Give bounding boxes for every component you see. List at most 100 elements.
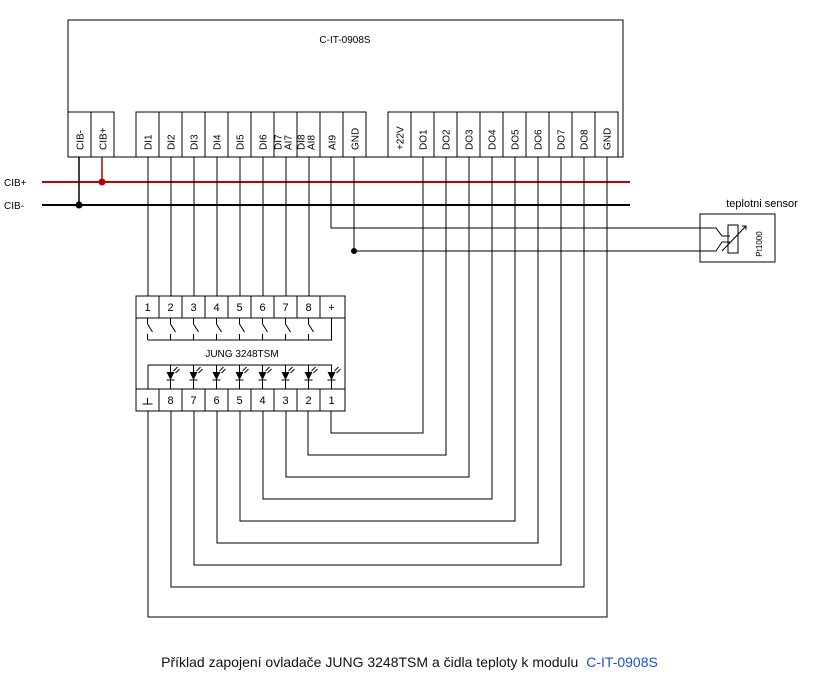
jung-top-terminal-label: 5 xyxy=(236,302,242,314)
module-terminal-label: AI7 xyxy=(284,135,295,150)
cib-minus-junction xyxy=(75,201,83,209)
jung-top-terminal-label: 3 xyxy=(190,302,196,314)
jung-bottom-terminal-label: 3 xyxy=(282,395,288,407)
led-ray xyxy=(219,366,224,372)
do-wire xyxy=(193,157,562,566)
module-terminal-label: DI7 xyxy=(274,134,285,150)
switch-contact xyxy=(308,323,314,333)
gnd-return-wire xyxy=(147,157,608,618)
led-icon xyxy=(235,372,244,380)
jung-bottom-terminal-label: 8 xyxy=(167,395,173,407)
switch-contact xyxy=(239,323,245,333)
led-ray xyxy=(311,366,316,372)
module-terminal-label: DI3 xyxy=(190,134,201,150)
sensor-type-label: Pt1000 xyxy=(755,231,764,257)
caption-module-link[interactable]: C-IT-0908S xyxy=(586,654,658,670)
led-icon xyxy=(258,372,267,380)
module-terminal-label: GND xyxy=(351,128,362,150)
switch-contact xyxy=(193,323,199,333)
module-terminal-label: DO8 xyxy=(580,129,591,150)
do-wire xyxy=(216,157,539,544)
jung-top-terminal-label: 1 xyxy=(144,302,150,314)
gnd-junction xyxy=(351,248,357,254)
caption: Příklad zapojení ovladače JUNG 3248TSM a… xyxy=(0,654,819,670)
jung-bottom-terminal-label: 7 xyxy=(190,395,196,407)
led-icon xyxy=(304,372,313,380)
bus-minus-label: CIB- xyxy=(4,201,24,212)
module-terminal-label: GND xyxy=(603,128,614,150)
jung-switches xyxy=(147,318,332,341)
led-ray xyxy=(175,368,180,374)
sensor-title: teplotni sensor xyxy=(726,198,798,210)
jung-bottom-terminal-label: 6 xyxy=(213,395,219,407)
jung-bottom-strip xyxy=(135,388,346,412)
module-terminal-label: DO1 xyxy=(419,129,430,150)
led-ray xyxy=(313,368,318,374)
led-ray xyxy=(334,366,339,372)
led-ray xyxy=(290,368,295,374)
module-terminal-label: DO6 xyxy=(534,129,545,150)
module-terminal-label: DI5 xyxy=(236,134,247,150)
jung-bottom-terminal-label: 5 xyxy=(236,395,242,407)
wires xyxy=(147,157,608,618)
jung-bottom-terminal-label: 1 xyxy=(328,395,334,407)
jung-bottom-terminal-label: 4 xyxy=(259,395,265,407)
switch-contact xyxy=(262,323,268,333)
led-ray xyxy=(196,366,201,372)
led-ray xyxy=(336,368,341,374)
jung-top-terminal-label: 4 xyxy=(213,302,219,314)
do-wire xyxy=(262,157,493,500)
switch-contact xyxy=(170,323,176,333)
jung-bottom-terminal-label: 2 xyxy=(305,395,311,407)
led-ray xyxy=(265,366,270,372)
module-terminal-label: DO5 xyxy=(511,129,522,150)
do-wire xyxy=(307,157,447,456)
led-ray xyxy=(244,368,249,374)
module-terminal-label: DI2 xyxy=(167,134,178,150)
module-terminal-label: DO4 xyxy=(488,129,499,150)
led-ray xyxy=(267,368,272,374)
sensor-box xyxy=(699,213,776,263)
ai9-sensor-wire xyxy=(330,157,700,229)
led-ray xyxy=(242,366,247,372)
module-terminal-label: DO7 xyxy=(557,129,568,150)
module-title: C-IT-0908S xyxy=(319,35,370,46)
do-wire xyxy=(239,157,516,522)
module-terminal-label: DI4 xyxy=(213,134,224,150)
caption-text: Příklad zapojení ovladače JUNG 3248TSM a… xyxy=(161,654,579,670)
do-wire xyxy=(330,157,424,434)
led-ray xyxy=(288,366,293,372)
do-wire xyxy=(285,157,470,478)
switch-contact xyxy=(216,323,222,333)
do-wire xyxy=(170,157,585,588)
led-icon xyxy=(212,372,221,380)
jung-top-terminal-label: 6 xyxy=(259,302,265,314)
switch-contact xyxy=(285,323,291,333)
module-terminal-label: CIB- xyxy=(76,130,87,150)
led-icon xyxy=(166,372,175,380)
led-ray xyxy=(221,368,226,374)
jung-top-terminal-label: + xyxy=(328,302,334,314)
jung-top-terminal-label: 8 xyxy=(305,302,311,314)
jung-top-terminal-label: 2 xyxy=(167,302,173,314)
module-terminal-label: DO3 xyxy=(465,129,476,150)
jung-label: JUNG 3248TSM xyxy=(205,349,278,360)
cib-plus-junction xyxy=(98,178,106,186)
led-icon xyxy=(281,372,290,380)
thermistor-symbol xyxy=(700,224,747,254)
led-ray xyxy=(173,366,178,372)
module-terminal-label: +22V xyxy=(396,126,407,150)
switch-contact xyxy=(147,323,153,333)
module-terminal-label: AI9 xyxy=(328,135,339,150)
module-terminal-label: DI1 xyxy=(144,134,155,150)
module-terminal-label: CIB+ xyxy=(99,127,110,150)
module-terminal-label: DI8 xyxy=(297,134,308,150)
jung-leds xyxy=(147,364,341,389)
led-icon xyxy=(327,372,336,380)
module-terminal-label: DI6 xyxy=(259,134,270,150)
led-ray xyxy=(198,368,203,374)
bus-plus-label: CIB+ xyxy=(4,178,27,189)
